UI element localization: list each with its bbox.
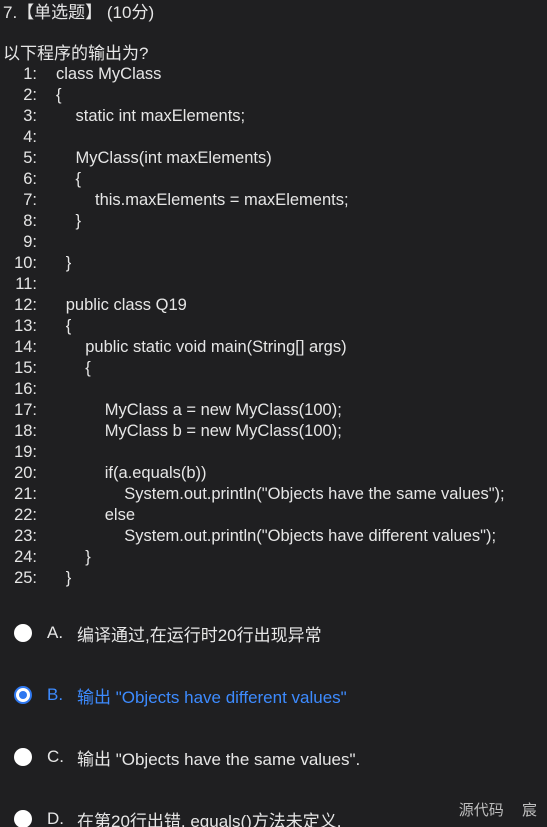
code-text: System.out.println("Objects have the sam… — [124, 485, 505, 503]
option-b[interactable]: B. 输出 "Objects have different values" — [14, 682, 347, 708]
code-line: 1: class MyClass — [0, 64, 547, 85]
code-text: class MyClass — [56, 65, 162, 83]
code-text: } — [85, 548, 91, 566]
radio-button[interactable] — [14, 624, 32, 642]
line-number: 5: — [23, 149, 37, 167]
code-line: 13: { — [0, 316, 547, 337]
line-number: 11: — [15, 275, 37, 293]
radio-button[interactable] — [14, 748, 32, 766]
code-text: } — [65, 569, 72, 587]
radio-button[interactable] — [14, 810, 32, 827]
option-letter: D. — [47, 809, 64, 827]
code-text: else — [104, 506, 136, 524]
code-text: this.maxElements = maxElements; — [95, 191, 349, 209]
line-number: 9: — [23, 233, 37, 251]
line-number: 3: — [23, 107, 37, 125]
code-text: { — [56, 86, 62, 104]
line-number: 2: — [23, 86, 37, 104]
option-letter: B. — [47, 685, 64, 704]
code-block: 1: class MyClass 2: {3: static int maxElemen… — [0, 64, 547, 589]
code-text: MyClass(int maxElements) — [75, 149, 272, 167]
code-line: 8:} — [0, 211, 547, 232]
code-text: { — [65, 317, 72, 335]
option-letter: C. — [47, 747, 64, 766]
question-prompt: 以下程序的输出为? — [3, 44, 149, 63]
code-line: 17: MyClass a = new MyClass(100); — [0, 400, 547, 421]
code-line: 11: — [0, 274, 547, 295]
option-letter: A. — [47, 623, 64, 642]
code-line: 15: { — [0, 358, 547, 379]
line-number: 20: — [14, 464, 37, 482]
line-number: 13: — [14, 317, 37, 335]
code-text: { — [85, 359, 91, 377]
option-text: 输出 "Objects have the same values". — [77, 749, 361, 769]
code-line: 6: { — [0, 169, 547, 190]
code-line: 2: { — [0, 85, 547, 106]
radio-button[interactable] — [14, 686, 32, 704]
code-line: 19: — [0, 442, 547, 463]
line-number: 18: — [14, 422, 37, 440]
line-number: 1: — [23, 65, 37, 83]
code-line: 25:} — [0, 568, 547, 589]
code-line: 21: System.out.println("Objects have the … — [0, 484, 547, 505]
line-number: 10: — [14, 254, 37, 272]
code-text: System.out.println("Objects have differe… — [124, 527, 497, 545]
footer-bar: 源代码 宸 — [445, 799, 537, 820]
code-text: MyClass a = new MyClass(100); — [104, 401, 342, 419]
line-number: 19: — [14, 443, 37, 461]
option-text: 输出 "Objects have different values" — [77, 687, 347, 707]
code-line: 22: else — [0, 505, 547, 526]
code-text: MyClass b = new MyClass(100); — [104, 422, 342, 440]
line-number: 22: — [14, 506, 37, 524]
line-number: 4: — [23, 128, 37, 146]
code-text: { — [75, 170, 82, 188]
option-a[interactable]: A. 编译通过,在运行时20行出现异常 — [14, 620, 322, 646]
code-text: public static void main(String[] args) — [85, 338, 347, 356]
code-line: 10:} — [0, 253, 547, 274]
line-number: 7: — [23, 191, 37, 209]
line-number: 8: — [23, 212, 37, 230]
question-title: 7.【单选题】 (10分) — [3, 3, 155, 22]
code-line: 3: static int maxElements; — [0, 106, 547, 127]
code-line: 14: public static void main(String[] args… — [0, 337, 547, 358]
option-text: 编译通过,在运行时20行出现异常 — [77, 625, 322, 645]
code-text: } — [65, 254, 72, 272]
code-line: 20: if(a.equals(b)) — [0, 463, 547, 484]
line-number: 6: — [23, 170, 37, 188]
line-number: 12: — [14, 296, 37, 314]
line-number: 21: — [14, 485, 37, 503]
code-line: 24:} — [0, 547, 547, 568]
line-number: 16: — [14, 380, 37, 398]
footer-extra[interactable]: 宸 — [521, 802, 537, 819]
code-line: 7: this.maxElements = maxElements; — [0, 190, 547, 211]
code-text: } — [75, 212, 82, 230]
code-text: public class Q19 — [65, 296, 187, 314]
code-line: 12: public class Q19 — [0, 295, 547, 316]
code-text: static int maxElements; — [75, 107, 246, 125]
code-text: if(a.equals(b)) — [104, 464, 207, 482]
code-line: 5: MyClass(int maxElements) — [0, 148, 547, 169]
line-number: 17: — [14, 401, 37, 419]
line-number: 14: — [14, 338, 37, 356]
line-number: 15: — [14, 359, 37, 377]
line-number: 24: — [14, 548, 37, 566]
option-text: 在第20行出错. equals()方法未定义. — [77, 811, 342, 827]
code-line: 23: System.out.println("Objects have diff… — [0, 526, 547, 547]
code-line: 18: MyClass b = new MyClass(100); — [0, 421, 547, 442]
line-number: 23: — [14, 527, 37, 545]
code-line: 16: — [0, 379, 547, 400]
source-code-link[interactable]: 源代码 — [458, 802, 504, 819]
option-c[interactable]: C. 输出 "Objects have the same values". — [14, 744, 360, 770]
option-d[interactable]: D. 在第20行出错. equals()方法未定义. — [14, 806, 342, 827]
code-line: 9: — [0, 232, 547, 253]
code-line: 4: — [0, 127, 547, 148]
line-number: 25: — [14, 569, 37, 587]
